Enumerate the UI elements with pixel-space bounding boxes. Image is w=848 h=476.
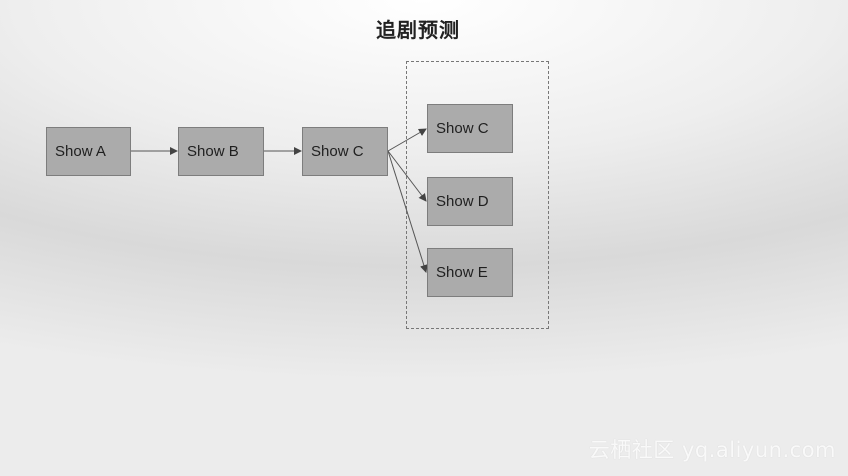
node-show-c: Show C	[302, 127, 388, 176]
node-show-b: Show B	[178, 127, 264, 176]
node-show-a: Show A	[46, 127, 131, 176]
page-title: 追剧预测	[376, 18, 460, 42]
node-predicted-show-c: Show C	[427, 104, 513, 153]
node-predicted-show-d: Show D	[427, 177, 513, 226]
watermark: 云栖社区 yq.aliyun.com	[588, 438, 836, 462]
node-predicted-show-e: Show E	[427, 248, 513, 297]
